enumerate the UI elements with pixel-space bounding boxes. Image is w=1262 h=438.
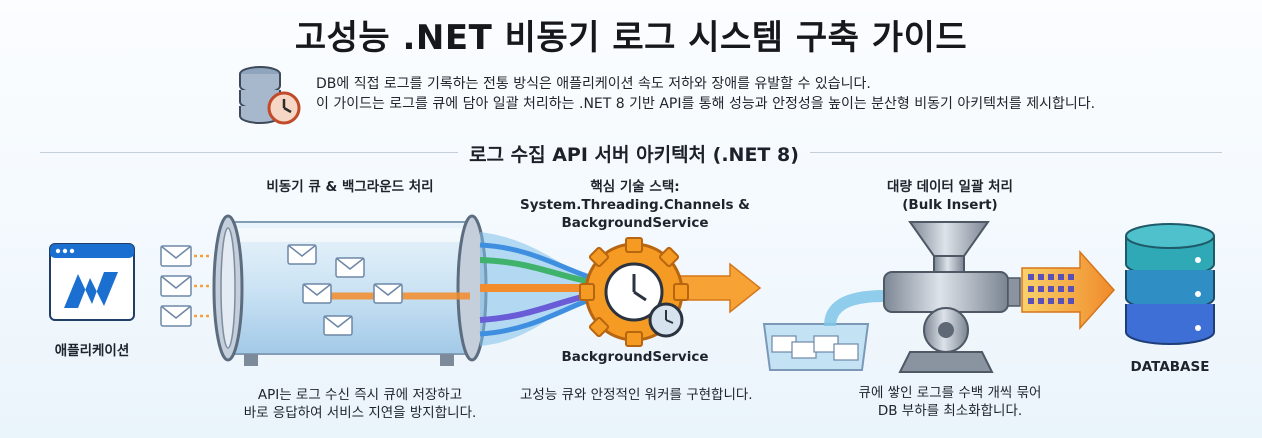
queue-description: API는 로그 수신 즉시 큐에 저장하고 바로 응답하여 서비스 지연을 방지… [230, 386, 490, 422]
tech-description: 고성능 큐와 안정적인 워커를 구현합니다. [520, 387, 753, 403]
queue-desc-line-2: 바로 응답하여 서비스 지연을 방지합니다. [243, 405, 477, 421]
bulk-desc-line-2: DB 부하를 최소화합니다. [877, 403, 1023, 419]
envelope-icon [323, 315, 353, 336]
tech-heading-line-1: 핵심 기술 스택: [590, 179, 680, 195]
dotnet-app-icon [49, 243, 135, 321]
database-icon [1125, 223, 1215, 345]
output-arrow [679, 262, 762, 314]
envelope-icon [302, 283, 332, 304]
section-title: 로그 수집 API 서버 아키텍처 (.NET 8) [469, 144, 799, 166]
bulk-arrow [1021, 250, 1116, 330]
envelope-icon [160, 275, 192, 297]
tech-heading-line-3: BackgroundService [561, 215, 709, 231]
intro-text: DB에 직접 로그를 기록하는 전통 방식은 애플리케이션 속도 저하와 장애를… [316, 74, 1216, 114]
tech-heading: 핵심 기술 스택: System.Threading.Channels & Ba… [520, 178, 750, 232]
intro-line-2: 이 가이드는 로그를 큐에 담아 일괄 처리하는 .NET 8 기반 API를 … [316, 96, 1096, 112]
envelope-icon [335, 257, 365, 278]
queue-tube [212, 214, 488, 366]
bulk-description: 큐에 쌓인 로그를 수백 개씩 묶어 DB 부하를 최소화합니다. [850, 384, 1050, 420]
page-title: 고성능 .NET 비동기 로그 시스템 구축 가이드 [294, 18, 968, 58]
envelope-icon [160, 245, 192, 267]
database-clock-icon [239, 66, 301, 125]
bulk-heading-line-1: 대량 데이터 일괄 처리 [887, 179, 1013, 195]
bulk-heading-line-2: (Bulk Insert) [902, 197, 998, 213]
intro-line-1: DB에 직접 로그를 기록하는 전통 방식은 애플리케이션 속도 저하와 장애를… [316, 76, 871, 92]
section-divider-left [40, 152, 458, 153]
gear-clock-icon [579, 237, 689, 347]
tech-heading-line-2: System.Threading.Channels & [520, 197, 750, 213]
database-label: DATABASE [1130, 359, 1210, 375]
grinder-icon [883, 221, 1021, 373]
section-divider-right [810, 152, 1222, 153]
queue-desc-line-1: API는 로그 수신 즉시 큐에 저장하고 [257, 387, 463, 403]
bulk-desc-line-1: 큐에 쌓인 로그를 수백 개씩 묶어 [858, 385, 1042, 401]
app-label: 애플리케이션 [54, 343, 130, 359]
envelope-icon [287, 244, 317, 265]
gear-label: BackgroundService [561, 349, 709, 365]
batch-tray [762, 290, 885, 371]
envelope-icon [373, 283, 403, 304]
bulk-heading: 대량 데이터 일괄 처리 (Bulk Insert) [860, 178, 1040, 214]
queue-heading: 비동기 큐 & 백그라운드 처리 [266, 179, 434, 195]
envelope-icon [160, 305, 192, 327]
